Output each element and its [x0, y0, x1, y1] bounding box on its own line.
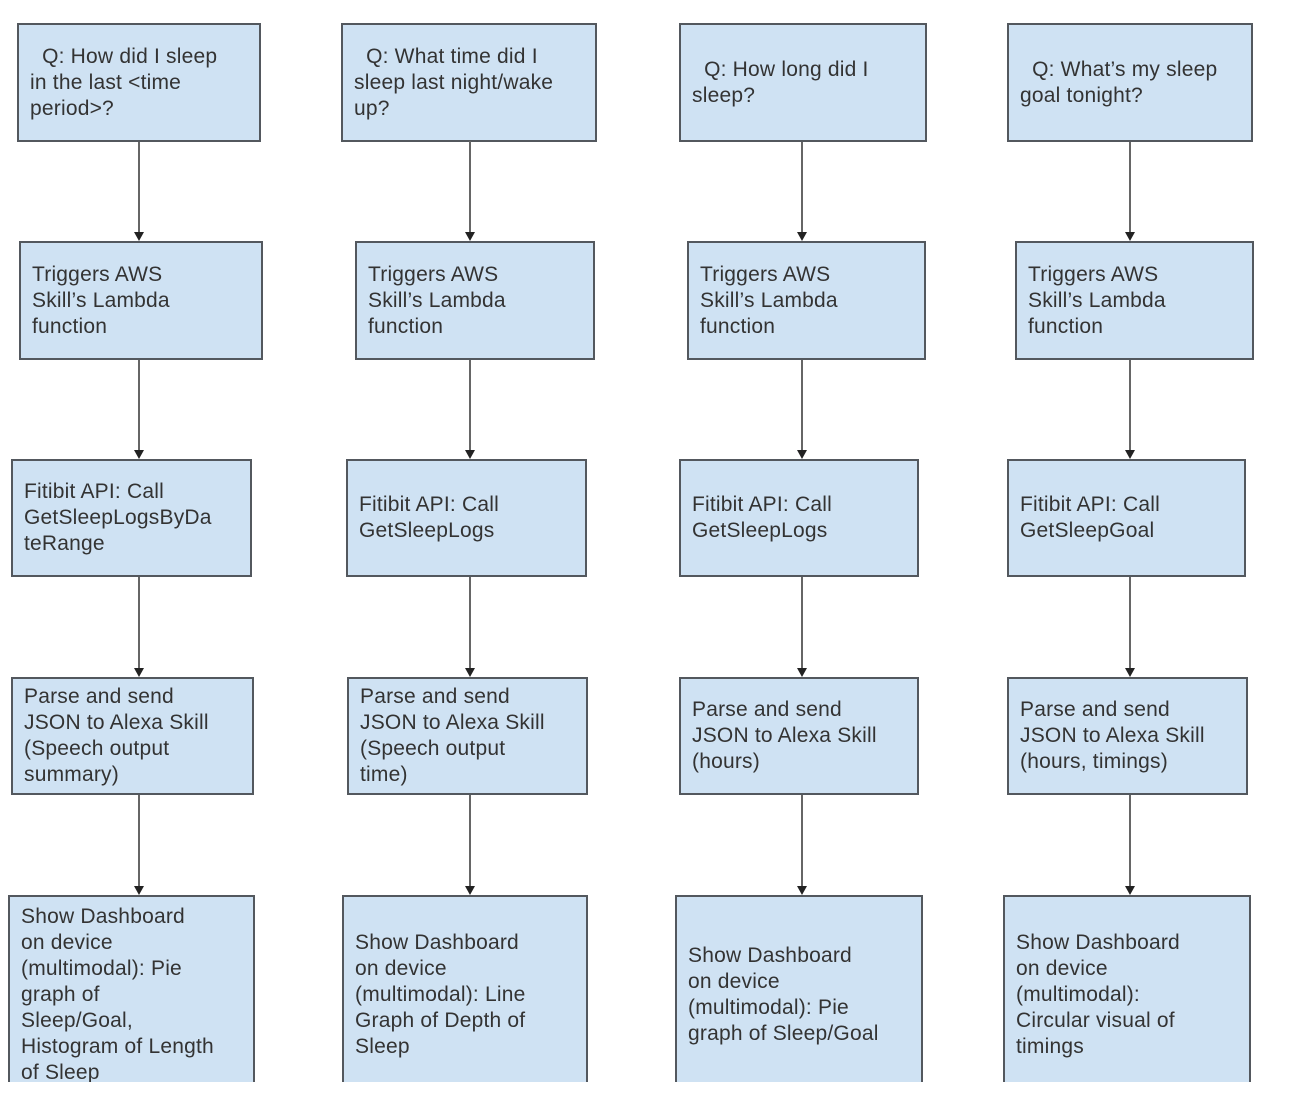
col3-api-text: Fitibit API: Call GetSleepLogs: [692, 493, 832, 542]
col4-arrow-line-4: [1129, 795, 1131, 886]
col3-arrowhead-icon-2: [797, 450, 807, 459]
col4-arrow-line-3: [1129, 577, 1131, 668]
col2-dashboard-text: Show Dashboard on device (multimodal): L…: [355, 931, 526, 1058]
col4-api-text: Fitibit API: Call GetSleepGoal: [1020, 493, 1160, 542]
col4-api-box: Fitibit API: Call GetSleepGoal: [1007, 459, 1246, 577]
col2-parse-box: Parse and send JSON to Alexa Skill (Spee…: [347, 677, 588, 795]
col4-dashboard-text: Show Dashboard on device (multimodal): C…: [1016, 931, 1180, 1058]
col1-parse-box: Parse and send JSON to Alexa Skill (Spee…: [11, 677, 254, 795]
col1-arrowhead-icon-1: [134, 232, 144, 241]
col4-parse-box: Parse and send JSON to Alexa Skill (hour…: [1007, 677, 1248, 795]
col2-lambda-text: Triggers AWS Skill’s Lambda function: [368, 262, 506, 338]
col1-api-text: Fitibit API: Call GetSleepLogsByDa teRan…: [24, 480, 212, 555]
col1-api-box: Fitibit API: Call GetSleepLogsByDa teRan…: [11, 459, 252, 577]
col1-question-text: Q: How did I sleep in the last <time per…: [30, 44, 218, 120]
col3-arrow-line-4: [801, 795, 803, 886]
col2-question-box: Q: What time did I sleep last night/wake…: [341, 23, 597, 142]
col4-arrowhead-icon-2: [1125, 450, 1135, 459]
col2-lambda-box: Triggers AWS Skill’s Lambda function: [355, 241, 595, 360]
col2-arrowhead-icon-1: [465, 232, 475, 241]
col2-api-text: Fitibit API: Call GetSleepLogs: [359, 493, 499, 542]
col3-lambda-text: Triggers AWS Skill’s Lambda function: [700, 262, 838, 338]
col2-arrow-line-4: [469, 795, 471, 886]
col3-arrowhead-icon-1: [797, 232, 807, 241]
col3-question-text: Q: How long did I sleep?: [692, 57, 869, 107]
col1-arrowhead-icon-2: [134, 450, 144, 459]
col3-parse-box: Parse and send JSON to Alexa Skill (hour…: [679, 677, 919, 795]
col2-api-box: Fitibit API: Call GetSleepLogs: [346, 459, 587, 577]
col2-parse-text: Parse and send JSON to Alexa Skill (Spee…: [360, 685, 545, 786]
col1-question-box: Q: How did I sleep in the last <time per…: [17, 23, 261, 142]
col4-arrowhead-icon-4: [1125, 886, 1135, 895]
col1-dashboard-text: Show Dashboard on device (multimodal): P…: [21, 905, 214, 1084]
col3-arrow-line-3: [801, 577, 803, 668]
col3-dashboard-box: Show Dashboard on device (multimodal): P…: [675, 895, 923, 1095]
col3-arrow-line-1: [801, 142, 803, 232]
col4-arrow-line-2: [1129, 360, 1131, 450]
col4-lambda-text: Triggers AWS Skill’s Lambda function: [1028, 262, 1166, 338]
col3-lambda-box: Triggers AWS Skill’s Lambda function: [687, 241, 926, 360]
col2-arrow-line-2: [469, 360, 471, 450]
col3-api-box: Fitibit API: Call GetSleepLogs: [679, 459, 919, 577]
col2-arrowhead-icon-2: [465, 450, 475, 459]
col4-question-text: Q: What’s my sleep goal tonight?: [1020, 57, 1218, 107]
col3-dashboard-text: Show Dashboard on device (multimodal): P…: [688, 944, 879, 1045]
bottom-whitespace: [0, 1082, 1296, 1098]
col4-arrowhead-icon-1: [1125, 232, 1135, 241]
col3-arrowhead-icon-3: [797, 668, 807, 677]
col2-arrowhead-icon-3: [465, 668, 475, 677]
col4-parse-text: Parse and send JSON to Alexa Skill (hour…: [1020, 698, 1205, 773]
col4-arrowhead-icon-3: [1125, 668, 1135, 677]
col3-question-box: Q: How long did I sleep?: [679, 23, 927, 142]
col4-arrow-line-1: [1129, 142, 1131, 232]
col2-arrowhead-icon-4: [465, 886, 475, 895]
col2-question-text: Q: What time did I sleep last night/wake…: [354, 44, 554, 120]
col2-arrow-line-1: [469, 141, 471, 232]
col1-arrow-line-1: [138, 142, 140, 232]
col3-parse-text: Parse and send JSON to Alexa Skill (hour…: [692, 698, 877, 773]
col1-dashboard-box: Show Dashboard on device (multimodal): P…: [8, 895, 255, 1095]
col4-dashboard-box: Show Dashboard on device (multimodal): C…: [1003, 895, 1251, 1095]
col2-arrow-line-3: [469, 577, 471, 668]
col4-question-box: Q: What’s my sleep goal tonight?: [1007, 23, 1253, 142]
col3-arrowhead-icon-4: [797, 886, 807, 895]
col1-arrowhead-icon-4: [134, 886, 144, 895]
col1-lambda-box: Triggers AWS Skill’s Lambda function: [19, 241, 263, 360]
col4-lambda-box: Triggers AWS Skill’s Lambda function: [1015, 241, 1254, 360]
col1-lambda-text: Triggers AWS Skill’s Lambda function: [32, 262, 170, 338]
col1-arrow-line-2: [138, 360, 140, 450]
col1-arrowhead-icon-3: [134, 668, 144, 677]
col1-arrow-line-4: [138, 795, 140, 886]
col1-parse-text: Parse and send JSON to Alexa Skill (Spee…: [24, 685, 209, 786]
col3-arrow-line-2: [801, 360, 803, 450]
col2-dashboard-box: Show Dashboard on device (multimodal): L…: [342, 895, 588, 1095]
col1-arrow-line-3: [138, 577, 140, 668]
